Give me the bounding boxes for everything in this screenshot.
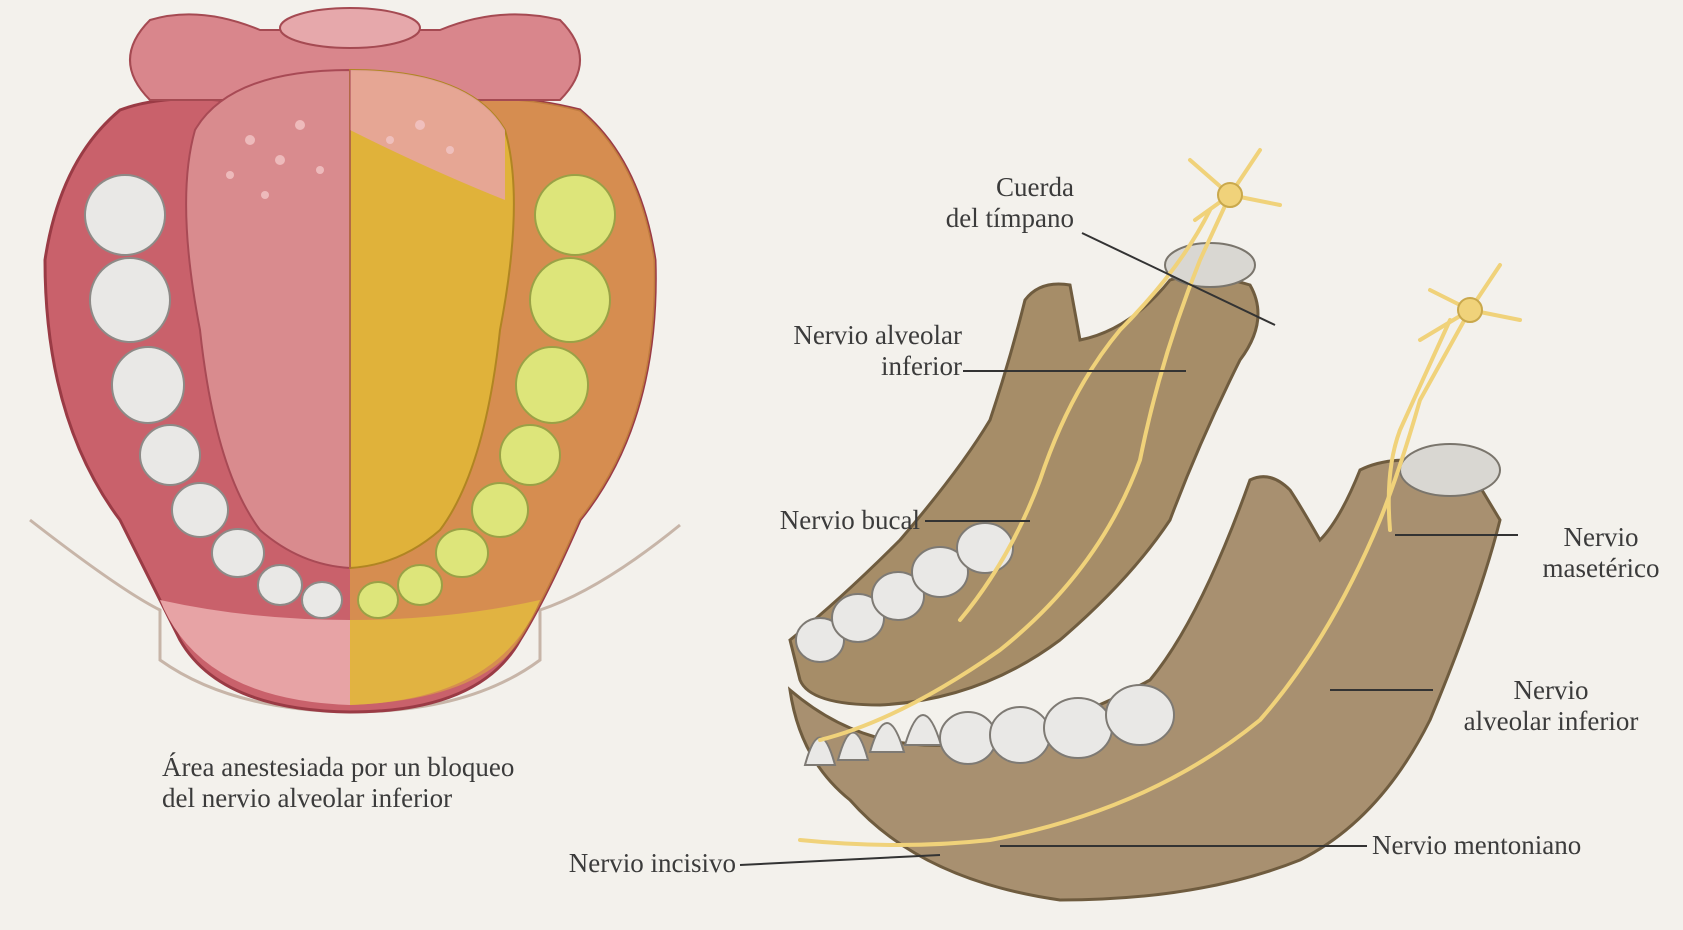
label-nervio-incisivo: Nervio incisivo: [500, 848, 736, 879]
label-alveolar-top-line1: Nervio alveolar: [720, 320, 962, 351]
caption-anesthetized-area: Área anestesiada por un bloqueo del nerv…: [162, 752, 514, 814]
label-masetero-line1: Nervio: [1522, 522, 1680, 553]
label-nervio-maseterico: Nervio masetérico: [1522, 522, 1680, 584]
label-cuerda-line2: del tímpano: [860, 203, 1074, 234]
label-alveolar-top-line2: inferior: [720, 351, 962, 382]
label-mentoniano-text: Nervio mentoniano: [1372, 830, 1581, 861]
label-cuerda-timpano: Cuerda del tímpano: [860, 172, 1074, 234]
label-incisivo-text: Nervio incisivo: [500, 848, 736, 879]
label-alveolar-right-line1: Nervio: [1436, 675, 1666, 706]
caption-line2: del nervio alveolar inferior: [162, 783, 514, 814]
caption-line1: Área anestesiada por un bloqueo: [162, 752, 514, 783]
label-nervio-bucal: Nervio bucal: [720, 505, 920, 536]
label-masetero-line2: masetérico: [1522, 553, 1680, 584]
label-bucal-text: Nervio bucal: [720, 505, 920, 536]
label-nervio-mentoniano: Nervio mentoniano: [1372, 830, 1581, 861]
label-cuerda-line1: Cuerda: [860, 172, 1074, 203]
label-nervio-alveolar-superior: Nervio alveolar inferior: [720, 320, 962, 382]
label-alveolar-right-line2: alveolar inferior: [1436, 706, 1666, 737]
label-nervio-alveolar-inferior-right: Nervio alveolar inferior: [1436, 675, 1666, 737]
